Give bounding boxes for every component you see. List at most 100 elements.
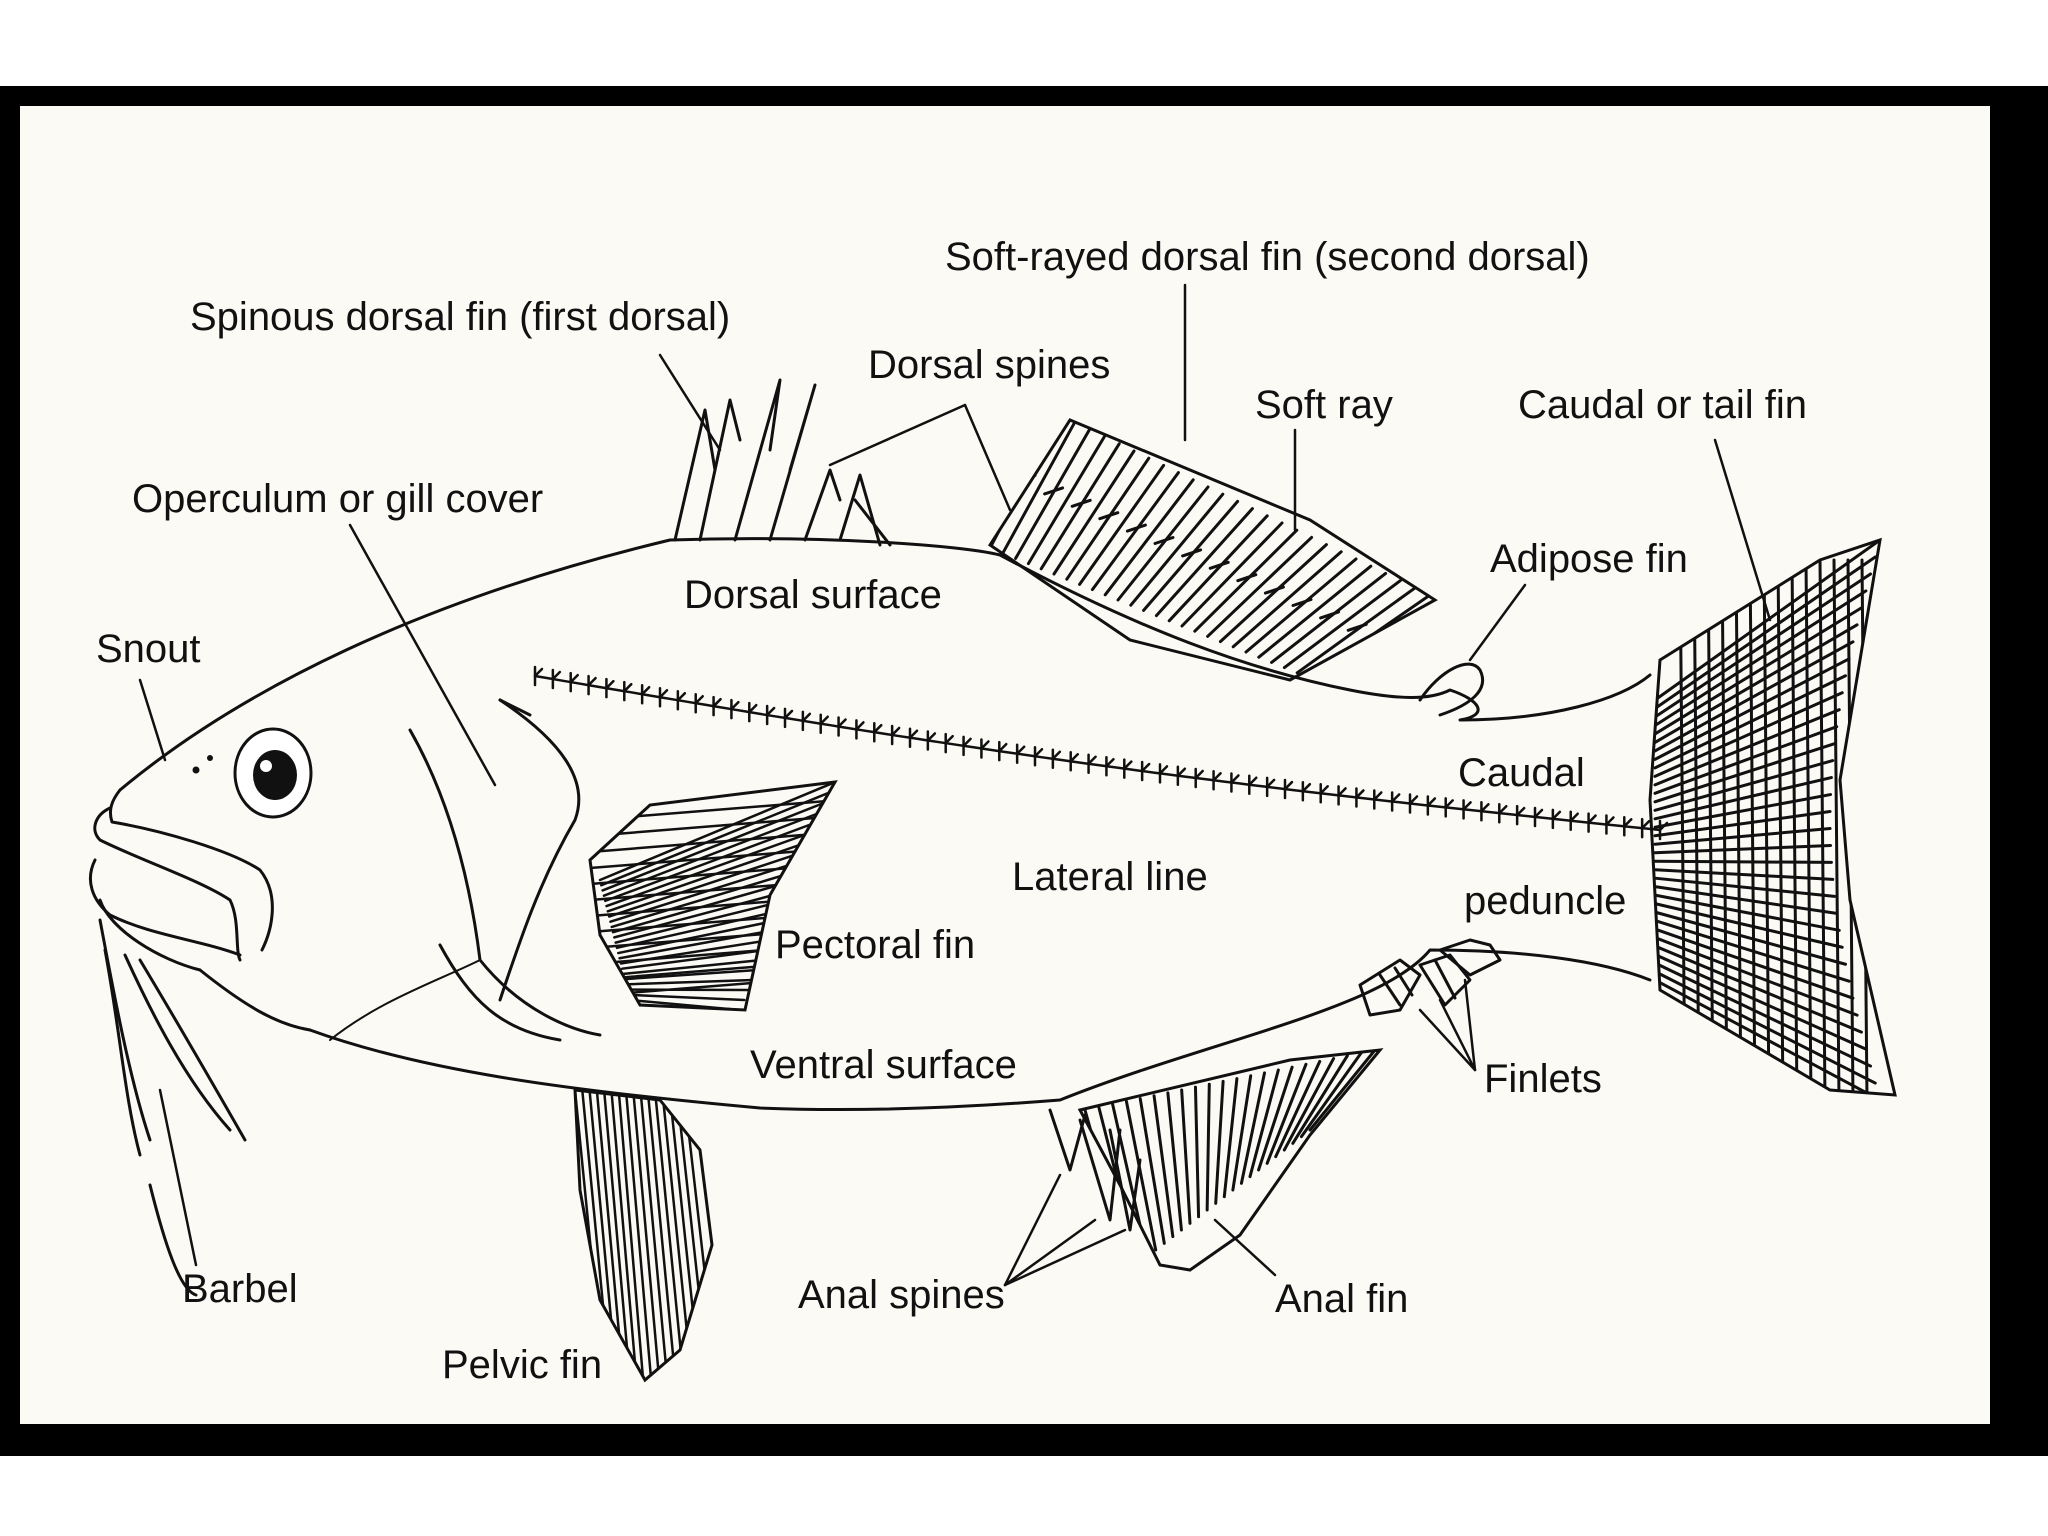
- leader-dorsal-spines-a: [828, 403, 967, 467]
- soft-ray-line: [1206, 535, 1314, 638]
- lateral-line-barb: [1426, 797, 1437, 807]
- soft-ray-line: [1218, 543, 1328, 644]
- label-anal-spines: Anal spines: [798, 1273, 1005, 1317]
- caudal-ray-line: [1653, 623, 1859, 744]
- lateral-line-barb: [730, 700, 740, 711]
- label-snout: Snout: [96, 627, 201, 671]
- soft-ray-line: [1090, 471, 1180, 592]
- label-spinous-dorsal-fin: Spinous dorsal fin (first dorsal): [190, 295, 730, 339]
- anal-ray-line: [1274, 1059, 1322, 1159]
- operculum-gill-cover: [329, 698, 602, 1042]
- lateral-line-barb: [551, 670, 562, 681]
- leader-lines: [138, 283, 1772, 1287]
- lateral-line-barb: [873, 723, 883, 734]
- caudal-ray-line: [1653, 742, 1837, 804]
- lateral-line-barb: [1444, 799, 1454, 809]
- pectoral-ray-line: [617, 918, 781, 955]
- caudal-hatch: [1720, 558, 1729, 1095]
- lateral-line-barb: [1230, 774, 1240, 784]
- anal-ray-line: [1265, 1062, 1308, 1165]
- lateral-line-barb: [1069, 753, 1079, 763]
- lateral-line-barb: [1301, 782, 1312, 793]
- caudal-hatch: [1692, 558, 1701, 1095]
- anal-spines: [1048, 1108, 1142, 1232]
- lateral-line-barb: [1462, 801, 1472, 811]
- caudal-ray-line: [1653, 919, 1851, 983]
- lateral-line-barb: [890, 726, 901, 737]
- lateral-line-barb: [1515, 806, 1526, 817]
- lateral-line-stroke: [533, 674, 1662, 832]
- caudal-hatch: [1734, 558, 1743, 1095]
- fish-body: [88, 537, 1652, 1112]
- lateral-line-barb: [605, 679, 615, 690]
- caudal-ray-line: [1653, 944, 1863, 1034]
- pelvic-ray-line: [639, 1094, 668, 1368]
- lateral-line-barb: [1105, 757, 1115, 768]
- label-anal-fin: Anal fin: [1275, 1277, 1408, 1321]
- lateral-line-barb: [801, 712, 812, 723]
- lateral-line-barb: [1551, 810, 1562, 821]
- soft-ray-segment: [1043, 486, 1065, 496]
- pectoral-ray-line: [627, 993, 746, 1002]
- anal-ray-line: [1282, 1057, 1336, 1152]
- lateral-line-barb: [1390, 793, 1401, 803]
- pectoral-hatch: [590, 846, 835, 870]
- anal-ray-line: [1291, 1054, 1349, 1145]
- caudal-hatch: [1748, 558, 1757, 1095]
- anal-ray-line: [1257, 1065, 1294, 1172]
- pectoral-hatch: [590, 830, 835, 854]
- label-pectoral-fin: Pectoral fin: [775, 923, 975, 967]
- label-pelvic-fin: Pelvic fin: [442, 1343, 602, 1387]
- lateral-line-barb: [748, 703, 758, 714]
- leader-anal-spines-b: [1003, 1218, 1097, 1287]
- leader-finlets-b: [1438, 998, 1477, 1072]
- caudal-ray-line: [1653, 540, 1882, 702]
- lateral-line-barb: [1640, 819, 1651, 830]
- caudal-ray-line: [1653, 589, 1868, 727]
- lateral-line-barb: [1176, 767, 1187, 777]
- soft-ray-line: [1103, 478, 1195, 597]
- soft-ray-segment: [1346, 622, 1368, 632]
- anal-ray-line: [1231, 1074, 1253, 1192]
- lateral-line-barb: [926, 732, 937, 742]
- soft-ray-line: [1193, 528, 1299, 633]
- pectoral-ray-line: [602, 808, 829, 897]
- adipose-fin: [1418, 662, 1484, 717]
- soft-ray-segment: [1236, 573, 1258, 583]
- lateral-line-barb: [1194, 769, 1204, 780]
- leader-anal-fin: [1213, 1218, 1277, 1277]
- pectoral-ray-line: [613, 888, 794, 939]
- caudal-hatch: [1706, 558, 1715, 1095]
- anal-ray-line: [1152, 1094, 1175, 1239]
- eye: [233, 727, 313, 819]
- label-caudal-fin: Caudal or tail fin: [1518, 383, 1807, 427]
- soft-ray-segment: [1319, 610, 1341, 620]
- leader-dorsal-spines-b: [963, 403, 1012, 512]
- pectoral-ray-line: [610, 868, 803, 929]
- pectoral-ray-line: [603, 818, 824, 903]
- lateral-line-barb: [1355, 789, 1365, 799]
- pectoral-ray-line: [614, 898, 790, 944]
- pectoral-ray-line: [607, 848, 811, 918]
- soft-ray-line: [1154, 507, 1254, 618]
- caudal-hatch: [1832, 558, 1841, 1095]
- lateral-line-barb: [944, 734, 954, 745]
- soft-ray-line: [1039, 442, 1121, 571]
- label-dorsal-spines: Dorsal spines: [868, 343, 1110, 387]
- lateral-line-barb: [1015, 745, 1026, 755]
- pectoral-ray-line: [623, 968, 759, 981]
- soft-ray-line: [1295, 586, 1417, 675]
- lateral-line-barb: [658, 688, 669, 699]
- lateral-line-barb: [1033, 748, 1044, 758]
- lateral-line-barb: [587, 676, 597, 687]
- pelvic-ray-line: [632, 1094, 660, 1376]
- label-ventral-surface: Ventral surface: [750, 1043, 1017, 1087]
- soft-ray-line: [1257, 564, 1373, 659]
- labels: Soft-rayed dorsal fin (second dorsal) Sp…: [96, 235, 1807, 1387]
- pectoral-hatch: [590, 814, 835, 838]
- label-soft-rayed-dorsal-fin: Soft-rayed dorsal fin (second dorsal): [945, 235, 1590, 279]
- caudal-ray-line: [1653, 910, 1847, 966]
- pelvic-ray-line: [595, 1090, 624, 1368]
- lateral-line-barb: [1373, 791, 1383, 801]
